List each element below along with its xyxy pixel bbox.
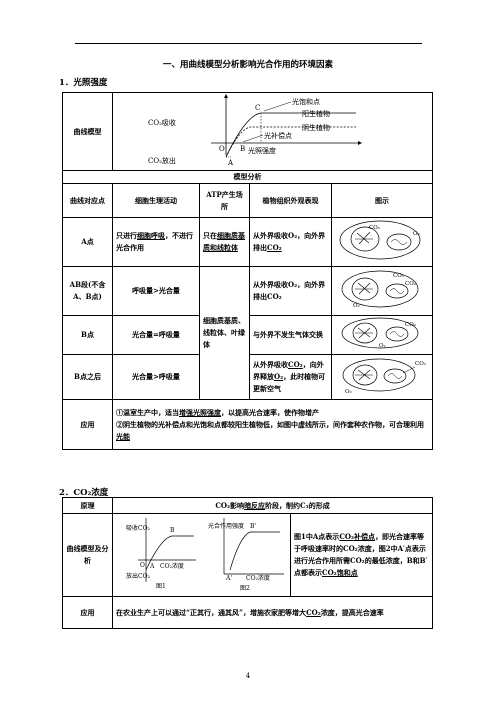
co2-model-row: 曲线模型及分析 吸收CO₂ 放出CO₂ O A B CO₂浓度 图1 光合作用强… bbox=[62, 513, 434, 597]
application-text-2: 在农业生产上可以通过“正其行，通其风”，增施农家肥等增大CO₂浓度，提高光合速率 bbox=[111, 596, 434, 629]
header-appearance: 植物组织外观表现 bbox=[249, 183, 332, 218]
ann-compensation: 光补偿点 bbox=[264, 131, 292, 140]
analysis-title-row: 模型分析 bbox=[62, 170, 433, 184]
y-label-absorb: CO₂吸收 bbox=[148, 118, 176, 127]
activity-ab: 呼吸量>光合量 bbox=[112, 266, 200, 316]
atp-a: 只在细胞质基质和线粒体 bbox=[199, 217, 250, 267]
origin-label: O bbox=[219, 145, 225, 153]
co2-analysis-text: 图1中A点表示CO₂补偿点，即光合速率等于呼吸速率时的CO₂浓度，图2中A′点表… bbox=[289, 513, 434, 597]
section-title-co2: 2．CO₂浓度 bbox=[59, 488, 109, 498]
point-b-label: B bbox=[240, 145, 245, 153]
diagram-after-b: CO₂ O₂ bbox=[331, 354, 433, 400]
fig2-y-label: 光合作用强度 bbox=[208, 522, 244, 530]
appearance-b: 与外界不发生气体交换 bbox=[249, 315, 332, 355]
fig1-y-label-release: 放出CO₂ bbox=[126, 572, 151, 580]
diagram-ab-co2: CO₂ bbox=[393, 273, 404, 279]
model-label: 曲线模型 bbox=[62, 92, 113, 171]
diagram-a-co2: CO₂ bbox=[369, 225, 380, 231]
fig2-x-label: CO₂浓度 bbox=[246, 574, 270, 582]
cell-diagram-ab: CO₂ CO₂ O₂ bbox=[341, 270, 419, 309]
cell-diagram-a: CO₂ O₂ bbox=[339, 220, 421, 260]
diagram-ab: CO₂ CO₂ O₂ bbox=[331, 266, 433, 316]
point-a-label: A bbox=[227, 159, 234, 166]
activity-a: 只进行细胞呼吸，不进行光合作用 bbox=[112, 217, 200, 267]
analysis-title: 模型分析 bbox=[62, 170, 433, 184]
point-a: A点 bbox=[62, 217, 113, 267]
diagram-ab-o2: O₂ bbox=[353, 303, 360, 309]
point-ab: AB段(不含A、B点) bbox=[62, 266, 113, 316]
fig1-caption: 图1 bbox=[156, 583, 166, 590]
diagram-ab-co2-b: CO₂ bbox=[405, 281, 416, 287]
row-point-b: B点 光合量=呼吸量 与外界不发生气体交换 CO₂ O₂ bbox=[62, 315, 433, 355]
point-b: B点 bbox=[62, 315, 113, 355]
fig2-point-a: A' bbox=[225, 575, 232, 582]
diagram-b-co2: CO₂ bbox=[405, 322, 416, 328]
ann-sun-plant: 阳生植物 bbox=[302, 109, 330, 118]
co2-graphs-cell: 吸收CO₂ 放出CO₂ O A B CO₂浓度 图1 光合作用强度 A' B' … bbox=[112, 513, 291, 597]
activity-after-b: 光合量>呼吸量 bbox=[112, 354, 200, 400]
light-curve-cell: CO₂吸收 CO₂放出 光照强度 C B A O 光饱和点 阳生植物 阴生植物 … bbox=[112, 92, 433, 171]
fig1-x-label: CO₂浓度 bbox=[160, 562, 184, 570]
header-activity: 细胞生理活动 bbox=[112, 183, 200, 218]
fig1-point-b: B bbox=[170, 527, 175, 534]
activity-b: 光合量=呼吸量 bbox=[112, 315, 200, 355]
model-row: 曲线模型 CO₂吸收 CO₂放出 光照强度 C B A O 光饱和点 bbox=[62, 92, 433, 171]
application-text-1: ①温室生产中，适当增强光照强度，以提高光合速率，使作物增产 ②阴生植物的光补偿点… bbox=[112, 399, 433, 450]
point-after-b: B点之后 bbox=[62, 354, 113, 400]
cell-diagram-b: CO₂ O₂ bbox=[341, 317, 419, 349]
diagram-a-o2: O₂ bbox=[413, 231, 420, 237]
appearance-ab: 从外界吸收O₂，向外界排出CO₂ bbox=[249, 266, 332, 316]
cell-diagram-after-b: CO₂ O₂ bbox=[342, 358, 426, 395]
diagram-b-o2: O₂ bbox=[379, 343, 386, 349]
header-point: 曲线对应点 bbox=[62, 183, 113, 218]
header-row: 曲线对应点 细胞生理活动 ATP产生场所 植物组织外观表现 图示 bbox=[62, 183, 433, 218]
fig2-point-b: B' bbox=[250, 523, 256, 530]
fig2-caption: 图2 bbox=[240, 585, 250, 592]
x-label-light: 光照强度 bbox=[248, 146, 276, 155]
application-row-2: 应用 在农业生产上可以通过“正其行，通其风”，增施农家肥等增大CO₂浓度，提高光… bbox=[62, 596, 434, 629]
co2-model-label: 曲线模型及分析 bbox=[62, 513, 113, 597]
light-intensity-table: 曲线模型 CO₂吸收 CO₂放出 光照强度 C B A O 光饱和点 bbox=[62, 92, 433, 450]
appearance-after-b: 从外界吸收CO₂，向外界释放O₂，此时植物可更新空气 bbox=[249, 354, 332, 400]
page-number: 4 bbox=[245, 672, 251, 680]
fig1-y-label: 吸收CO₂ bbox=[126, 524, 151, 532]
header-diagram: 图示 bbox=[331, 183, 433, 218]
appearance-a: 从外界吸收O₂，向外界排出CO₂ bbox=[249, 217, 332, 267]
diagram-a: CO₂ O₂ bbox=[331, 217, 433, 267]
application-label-1: 应用 bbox=[62, 399, 113, 450]
point-c-label: C bbox=[255, 104, 260, 112]
co2-table: 原理 CO₂影响暗反应阶段，制约C₃的形成 曲线模型及分析 吸收CO₂ 放出CO… bbox=[62, 497, 434, 629]
header-rule bbox=[75, 43, 422, 44]
atp-shared: 细胞质基质、线粒体、叶绿体 bbox=[199, 266, 250, 400]
principle-label: 原理 bbox=[62, 497, 113, 514]
fig1-point-a: A bbox=[149, 563, 155, 570]
fig1-origin: O bbox=[140, 562, 145, 569]
light-curve-graph: CO₂吸收 CO₂放出 光照强度 C B A O 光饱和点 阳生植物 阴生植物 … bbox=[148, 94, 362, 167]
principle-text: CO₂影响暗反应阶段，制约C₃的形成 bbox=[111, 497, 434, 514]
row-segment-ab: AB段(不含A、B点) 呼吸量>光合量 细胞质基质、线粒体、叶绿体 从外界吸收O… bbox=[62, 266, 433, 400]
application-label-2: 应用 bbox=[62, 596, 113, 629]
header-atp: ATP产生场所 bbox=[199, 183, 250, 218]
diagram-b: CO₂ O₂ bbox=[331, 315, 433, 355]
diagram-after-b-co2: CO₂ bbox=[415, 361, 426, 367]
y-label-release: CO₂放出 bbox=[148, 156, 176, 165]
application-row-1: 应用 ①温室生产中，适当增强光照强度，以提高光合速率，使作物增产 ②阴生植物的光… bbox=[62, 399, 433, 450]
co2-graphs: 吸收CO₂ 放出CO₂ O A B CO₂浓度 图1 光合作用强度 A' B' … bbox=[126, 518, 284, 592]
diagram-after-b-o2: O₂ bbox=[345, 389, 352, 395]
row-point-a: A点 只进行细胞呼吸，不进行光合作用 只在细胞质基质和线粒体 从外界吸收O₂，向… bbox=[62, 217, 433, 267]
page-heading: 一、用曲线模型分析影响光合作用的环境因素 bbox=[162, 60, 333, 70]
ann-shade-plant: 阴生植物 bbox=[302, 123, 330, 132]
ann-saturation: 光饱和点 bbox=[292, 97, 320, 106]
principle-row: 原理 CO₂影响暗反应阶段，制约C₃的形成 bbox=[62, 497, 434, 514]
section-title-light: 1．光照强度 bbox=[59, 78, 108, 88]
